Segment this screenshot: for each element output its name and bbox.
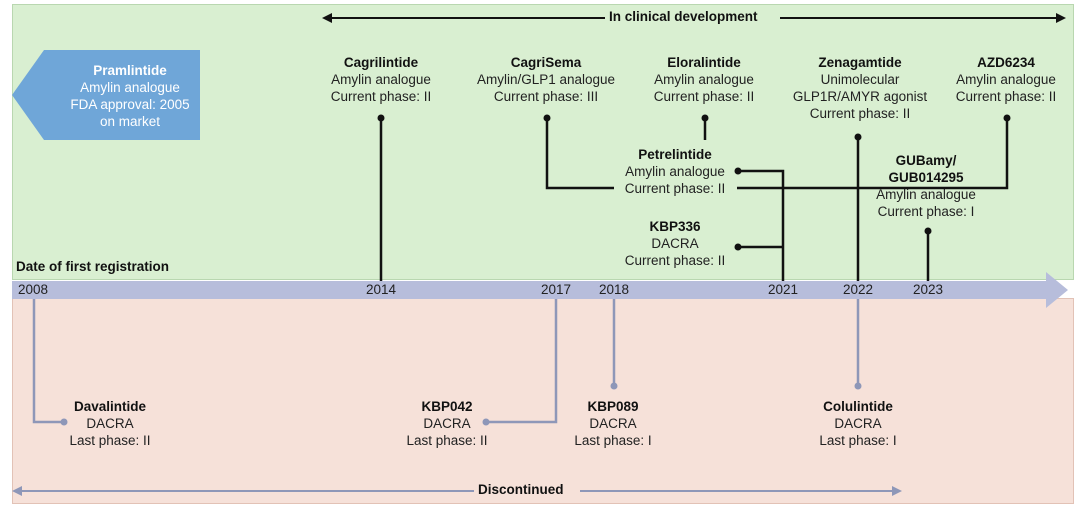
- discontinued-label: Discontinued: [478, 482, 564, 497]
- kbp042-name: KBP042: [421, 399, 473, 414]
- azd6234-class: Amylin analogue: [956, 72, 1056, 87]
- cagrisema-class: Amylin/GLP1 analogue: [476, 72, 616, 87]
- gubamy-class: Amylin analogue: [876, 187, 976, 202]
- pramlintide-label: Pramlintide Amylin analogue FDA approval…: [60, 62, 200, 130]
- cagrilintide-class: Amylin analogue: [331, 72, 431, 87]
- kbp336-class: DACRA: [651, 236, 699, 251]
- cagrisema-name: CagriSema: [510, 55, 582, 70]
- year-2018: 2018: [598, 282, 630, 297]
- cagrilintide-name: Cagrilintide: [343, 55, 419, 70]
- kbp089-label: KBP089 DACRA Last phase: I: [574, 398, 651, 449]
- davalintide-class: DACRA: [86, 416, 134, 431]
- pramlintide-approval: FDA approval: 2005: [70, 97, 190, 112]
- davalintide-name: Davalintide: [73, 399, 147, 414]
- pramlintide-class: Amylin analogue: [80, 80, 180, 95]
- year-2021: 2021: [767, 282, 799, 297]
- kbp042-node: [482, 418, 490, 426]
- gubamy-label: GUBamy/ GUB014295 Amylin analogue Curren…: [876, 152, 976, 220]
- azd6234-name: AZD6234: [977, 55, 1035, 70]
- davalintide-phase: Last phase: II: [69, 433, 151, 448]
- eloralintide-phase: Current phase: II: [653, 89, 755, 104]
- cagrilintide-node: [377, 114, 385, 122]
- kbp042-phase: Last phase: II: [406, 433, 488, 448]
- zenagamtide-phase: Current phase: II: [809, 106, 911, 121]
- zenagamtide-name: Zenagamtide: [818, 55, 902, 70]
- kbp089-phase: Last phase: I: [574, 433, 652, 448]
- kbp336-name: KBP336: [649, 219, 701, 234]
- zenagamtide-label: Zenagamtide Unimolecular GLP1R/AMYR agon…: [793, 54, 927, 122]
- year-2023: 2023: [912, 282, 944, 297]
- colulintide-phase: Last phase: I: [819, 433, 897, 448]
- eloralintide-name: Eloralintide: [667, 55, 741, 70]
- kbp336-node: [734, 243, 742, 251]
- petrelintide-name: Petrelintide: [638, 147, 712, 162]
- timeline-axis-arrow: [12, 272, 1068, 308]
- eloralintide-class: Amylin analogue: [654, 72, 754, 87]
- pramlintide-name: Pramlintide: [93, 63, 167, 78]
- clinical-arrowhead-left: [322, 13, 332, 23]
- clinical-development-label: In clinical development: [609, 9, 758, 24]
- azd6234-phase: Current phase: II: [955, 89, 1057, 104]
- petrelintide-label: Petrelintide Amylin analogue Current pha…: [625, 146, 726, 197]
- petrelintide-node: [734, 167, 742, 175]
- colulintide-label: Colulintide DACRA Last phase: I: [819, 398, 896, 449]
- eloralintide-node: [701, 114, 709, 122]
- kbp042-label: KBP042 DACRA Last phase: II: [406, 398, 487, 449]
- davalintide-node: [60, 418, 68, 426]
- cagrilintide-label: Cagrilintide Amylin analogue Current pha…: [331, 54, 432, 105]
- zenagamtide-target: GLP1R/AMYR agonist: [792, 89, 928, 104]
- eloralintide-label: Eloralintide Amylin analogue Current pha…: [654, 54, 755, 105]
- kbp336-label: KBP336 DACRA Current phase: II: [625, 218, 726, 269]
- year-2017: 2017: [540, 282, 572, 297]
- cagrilintide-phase: Current phase: II: [330, 89, 432, 104]
- kbp089-name: KBP089: [587, 399, 639, 414]
- gubamy-node: [924, 227, 932, 235]
- colulintide-name: Colulintide: [823, 399, 893, 414]
- pramlintide-status: on market: [99, 114, 161, 129]
- davalintide-label: Davalintide DACRA Last phase: II: [69, 398, 150, 449]
- axis-title: Date of first registration: [16, 259, 170, 274]
- kbp089-class: DACRA: [589, 416, 637, 431]
- discontinued-arrowhead-left: [12, 486, 22, 496]
- zenagamtide-node: [854, 133, 862, 141]
- year-2008: 2008: [17, 282, 49, 297]
- year-2014: 2014: [365, 282, 397, 297]
- azd6234-label: AZD6234 Amylin analogue Current phase: I…: [956, 54, 1057, 105]
- approved-drug-box: [12, 50, 200, 140]
- kbp336-phase: Current phase: II: [624, 253, 726, 268]
- gubamy-phase: Current phase: I: [877, 204, 975, 219]
- discontinued-panel: [12, 298, 1074, 504]
- azd6234-node: [1003, 114, 1011, 122]
- colulintide-class: DACRA: [834, 416, 882, 431]
- colulintide-node: [854, 382, 862, 390]
- petrelintide-phase: Current phase: II: [624, 181, 726, 196]
- kbp089-node: [610, 382, 618, 390]
- cagrisema-node: [543, 114, 551, 122]
- clinical-arrowhead-right: [1056, 13, 1066, 23]
- discontinued-arrowhead-right: [892, 486, 902, 496]
- kbp042-class: DACRA: [423, 416, 471, 431]
- zenagamtide-class: Unimolecular: [820, 72, 900, 87]
- year-2022: 2022: [842, 282, 874, 297]
- gubamy-code: GUB014295: [888, 170, 964, 185]
- cagrisema-label: CagriSema Amylin/GLP1 analogue Current p…: [477, 54, 615, 105]
- gubamy-name: GUBamy/: [895, 153, 957, 168]
- petrelintide-class: Amylin analogue: [625, 164, 725, 179]
- cagrisema-phase: Current phase: III: [493, 89, 599, 104]
